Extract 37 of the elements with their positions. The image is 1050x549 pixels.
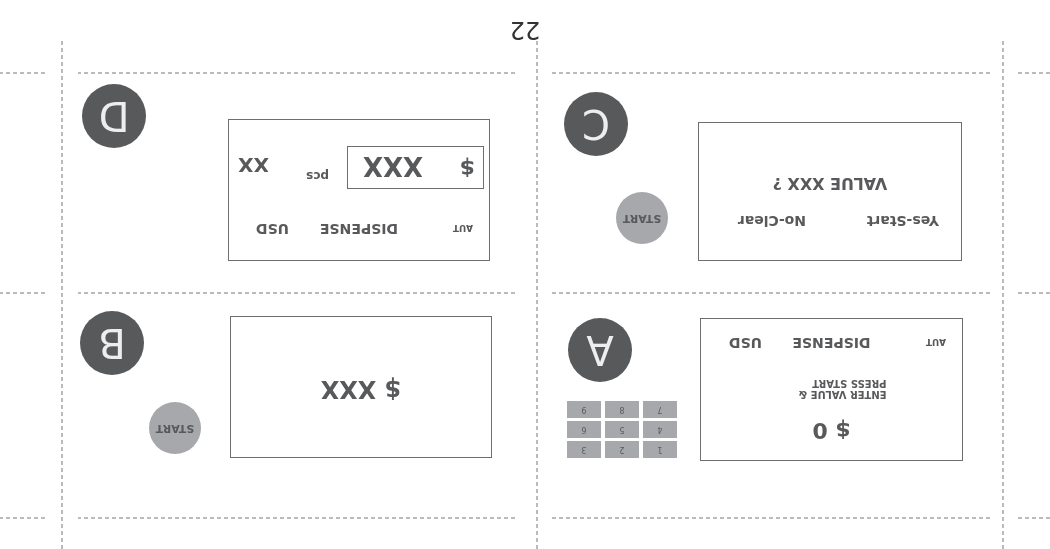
start-key: START: [149, 402, 201, 454]
keypad-key: 4: [643, 421, 677, 438]
unit-text: pcs: [306, 168, 329, 182]
display-screen: [228, 119, 490, 261]
prompt-text: ENTER VALUE & PRESS START: [797, 378, 887, 400]
currency-text: USD: [255, 220, 289, 236]
keypad-key: 9: [567, 401, 601, 418]
keypad-key: 5: [605, 421, 639, 438]
value-field: [347, 146, 484, 189]
keypad-key: 1: [643, 441, 677, 458]
currency-text: USD: [728, 334, 762, 350]
step-badge: B: [80, 311, 144, 375]
display-screen: [700, 318, 963, 461]
step-badge: A: [568, 318, 632, 382]
step-badge: C: [564, 92, 628, 156]
keypad-key: 3: [567, 441, 601, 458]
currency-symbol: $: [459, 155, 475, 180]
function-text: DISPENSE: [792, 334, 871, 350]
option-text: Yes-Start: [866, 212, 939, 228]
display-screen: [698, 122, 962, 261]
count-readout: XX: [238, 154, 269, 176]
amount-readout: $ XXX: [320, 375, 402, 402]
amount-readout: XXX: [362, 151, 423, 180]
display-screen: [230, 316, 492, 458]
start-key: START: [616, 192, 668, 244]
keypad-key: 2: [605, 441, 639, 458]
amount-readout: $ 0: [812, 417, 851, 442]
confirm-prompt: VALUE XXX ?: [772, 174, 888, 192]
function-text: DISPENSE: [319, 220, 399, 236]
page-number: 22: [509, 16, 541, 43]
option-text: No-Clear: [737, 212, 806, 228]
keypad-key: 6: [567, 421, 601, 438]
keypad-key: 8: [605, 401, 639, 418]
keypad-key: 7: [643, 401, 677, 418]
mode-text: AUT: [925, 336, 946, 346]
mode-text: AUT: [452, 222, 473, 232]
step-badge: D: [82, 84, 146, 148]
